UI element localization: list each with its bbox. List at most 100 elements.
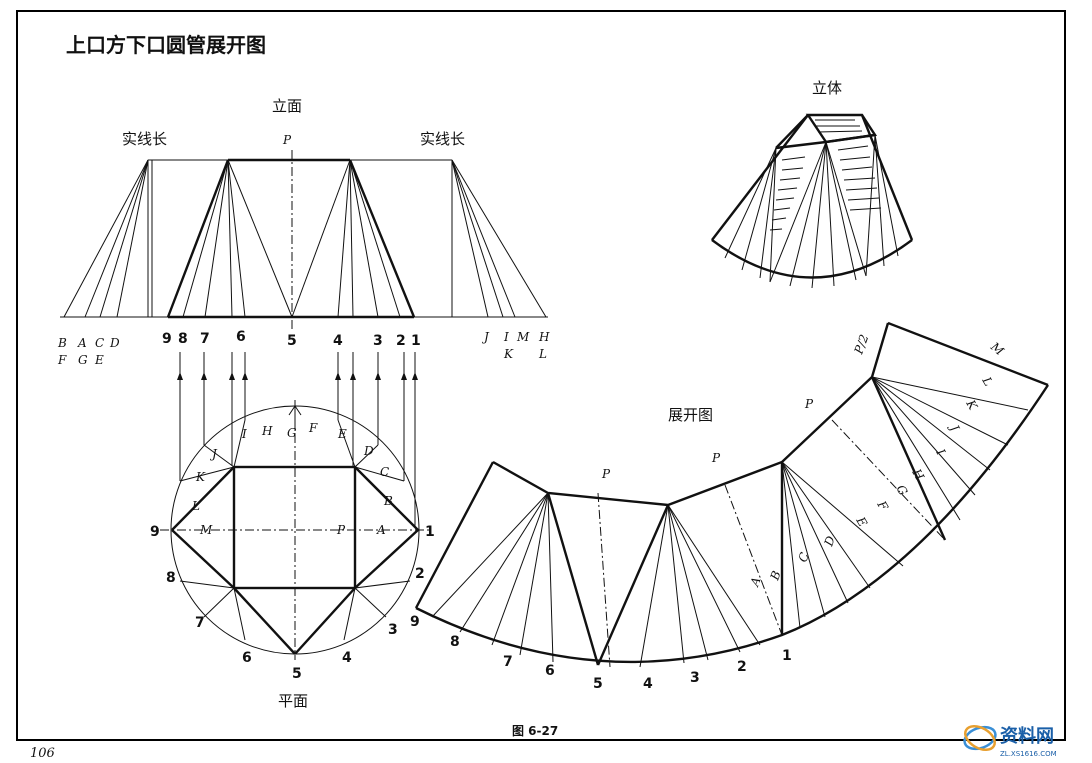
label-G: G <box>78 353 88 367</box>
elev-num-7: 7 <box>200 331 210 347</box>
elev-num-9: 9 <box>162 331 172 347</box>
dev-label-M: M <box>987 339 1007 359</box>
solid-view: 立体 <box>711 79 914 289</box>
dev-num-9: 9 <box>410 614 420 630</box>
development-top-chain <box>492 376 873 507</box>
solid-label: 立体 <box>812 79 842 97</box>
label-D: D <box>109 336 120 350</box>
plan-label: 平面 <box>278 692 308 710</box>
plan-num-1: 1 <box>425 524 435 540</box>
development-fan-3 <box>781 461 904 629</box>
watermark-sub: ZL.XS1616.COM <box>1000 750 1057 758</box>
plan-label-M: M <box>199 523 213 537</box>
plan-label-F: F <box>308 421 318 435</box>
plan-num-4: 4 <box>342 650 352 666</box>
plan-fan-lines <box>179 405 411 641</box>
plan-label-L: L <box>191 499 200 513</box>
dev-num-6: 6 <box>545 663 555 679</box>
dev-label-L: L <box>979 374 996 389</box>
watermark-text: 资料网 <box>1000 725 1054 747</box>
plan-label-B: B <box>383 494 393 508</box>
solid-fan-lines <box>724 134 899 289</box>
plan-label-G: G <box>287 426 297 440</box>
dev-label-B: B <box>767 569 784 583</box>
label-F: F <box>57 353 67 367</box>
elevation-label: 立面 <box>272 97 302 115</box>
page-number: 106 <box>30 746 55 761</box>
elev-num-3: 3 <box>373 333 383 349</box>
dev-label-p3: P <box>804 397 814 411</box>
elevation-right-fan <box>291 159 401 318</box>
figure-frame <box>16 10 1066 741</box>
dev-label-p1: P <box>601 467 611 481</box>
plan-label-J: J <box>209 447 218 461</box>
development-fan-1 <box>431 492 554 663</box>
label-J: J <box>481 330 490 344</box>
true-length-right-label: 实线长 <box>420 130 465 148</box>
figure-title: 上口方下口圆管展开图 <box>66 33 266 57</box>
plan-num-9: 9 <box>150 524 160 540</box>
elev-num-5: 5 <box>287 333 297 349</box>
label-I: I <box>503 330 509 344</box>
true-length-left-triangle <box>63 159 153 318</box>
development-left-seam <box>414 461 495 609</box>
projection-lines <box>177 352 418 528</box>
development-view: 展开图 <box>410 321 1050 692</box>
plan-label-D: D <box>363 444 374 458</box>
plan-view: M P A B C D E F G H I J K L 9 1 8 2 7 3 … <box>150 400 435 710</box>
elev-num-2: 2 <box>396 333 406 349</box>
true-length-right-triangle <box>451 159 547 318</box>
dev-num-2: 2 <box>737 659 747 675</box>
label-K: K <box>503 347 514 361</box>
plan-num-6: 6 <box>242 650 252 666</box>
dev-label-E: E <box>853 514 870 530</box>
dev-label-p2: P <box>711 451 721 465</box>
plan-num-3: 3 <box>388 622 398 638</box>
dev-label-J: J <box>946 420 963 435</box>
plan-label-I: I <box>241 427 247 441</box>
plan-label-E: E <box>337 427 347 441</box>
solid-hatching <box>769 119 882 231</box>
dev-label-A: A <box>747 575 764 589</box>
development-right-top-edge <box>887 321 1049 387</box>
dev-label-C: C <box>796 551 812 564</box>
dev-num-8: 8 <box>450 634 460 650</box>
elev-num-1: 1 <box>411 333 421 349</box>
elev-num-4: 4 <box>333 333 343 349</box>
plan-label-H: H <box>261 424 273 438</box>
watermark-logo: 资料网 ZL.XS1616.COM <box>963 724 1057 758</box>
plan-label-A: A <box>376 523 386 537</box>
elevation-left-fan <box>182 159 293 318</box>
elevation-p-label: P <box>282 133 292 147</box>
elevation-left-edge <box>166 159 230 318</box>
development-fan-4 <box>871 376 1029 521</box>
plan-num-5: 5 <box>292 666 302 682</box>
development-right-seam-top <box>870 322 890 378</box>
dev-label-D: D <box>821 534 838 549</box>
dev-num-3: 3 <box>690 670 700 686</box>
dev-label-p-half: P/2 <box>851 333 871 357</box>
dev-num-4: 4 <box>643 676 653 692</box>
plan-num-2: 2 <box>415 566 425 582</box>
development-fan-2 <box>639 504 761 668</box>
plan-label-K: K <box>195 470 206 484</box>
plan-label-P: P <box>336 523 346 537</box>
label-M: M <box>516 330 530 344</box>
elev-num-6: 6 <box>236 329 246 345</box>
dev-label-F: F <box>874 498 891 514</box>
elev-num-8: 8 <box>178 331 188 347</box>
plan-label-C: C <box>380 465 389 479</box>
dev-num-1: 1 <box>782 648 792 664</box>
label-B: B <box>57 336 67 350</box>
dev-num-5: 5 <box>593 676 603 692</box>
true-length-left-label: 实线长 <box>122 130 167 148</box>
plan-num-7: 7 <box>195 615 205 631</box>
plan-num-8: 8 <box>166 570 176 586</box>
development-label: 展开图 <box>668 406 713 424</box>
label-H: H <box>538 330 550 344</box>
elevation-right-edge <box>348 159 416 318</box>
development-right-seam <box>870 376 947 541</box>
dev-label-G: G <box>893 483 910 499</box>
